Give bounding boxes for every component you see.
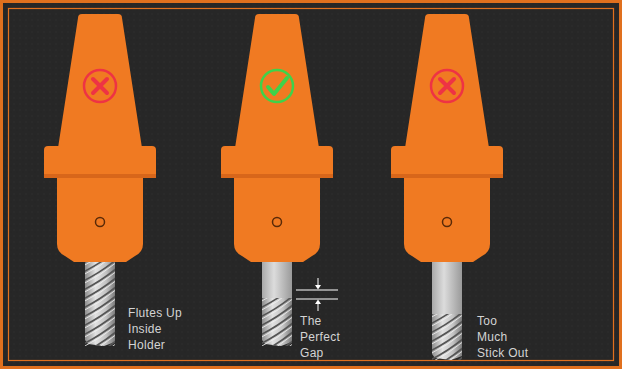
callout-label: The Perfect Gap (300, 313, 350, 361)
tool-holder (221, 14, 333, 262)
tool-holder (391, 14, 503, 262)
tool-holder (44, 14, 156, 262)
check-icon (261, 70, 293, 102)
cross-icon (431, 70, 463, 102)
cross-icon (84, 70, 116, 102)
gap-dimension (296, 278, 338, 311)
callout-label: Too Much Stick Out (477, 313, 529, 361)
end-mill (430, 258, 464, 369)
callout-label: Flutes Up Inside Holder (128, 305, 186, 353)
end-mill (260, 258, 294, 369)
